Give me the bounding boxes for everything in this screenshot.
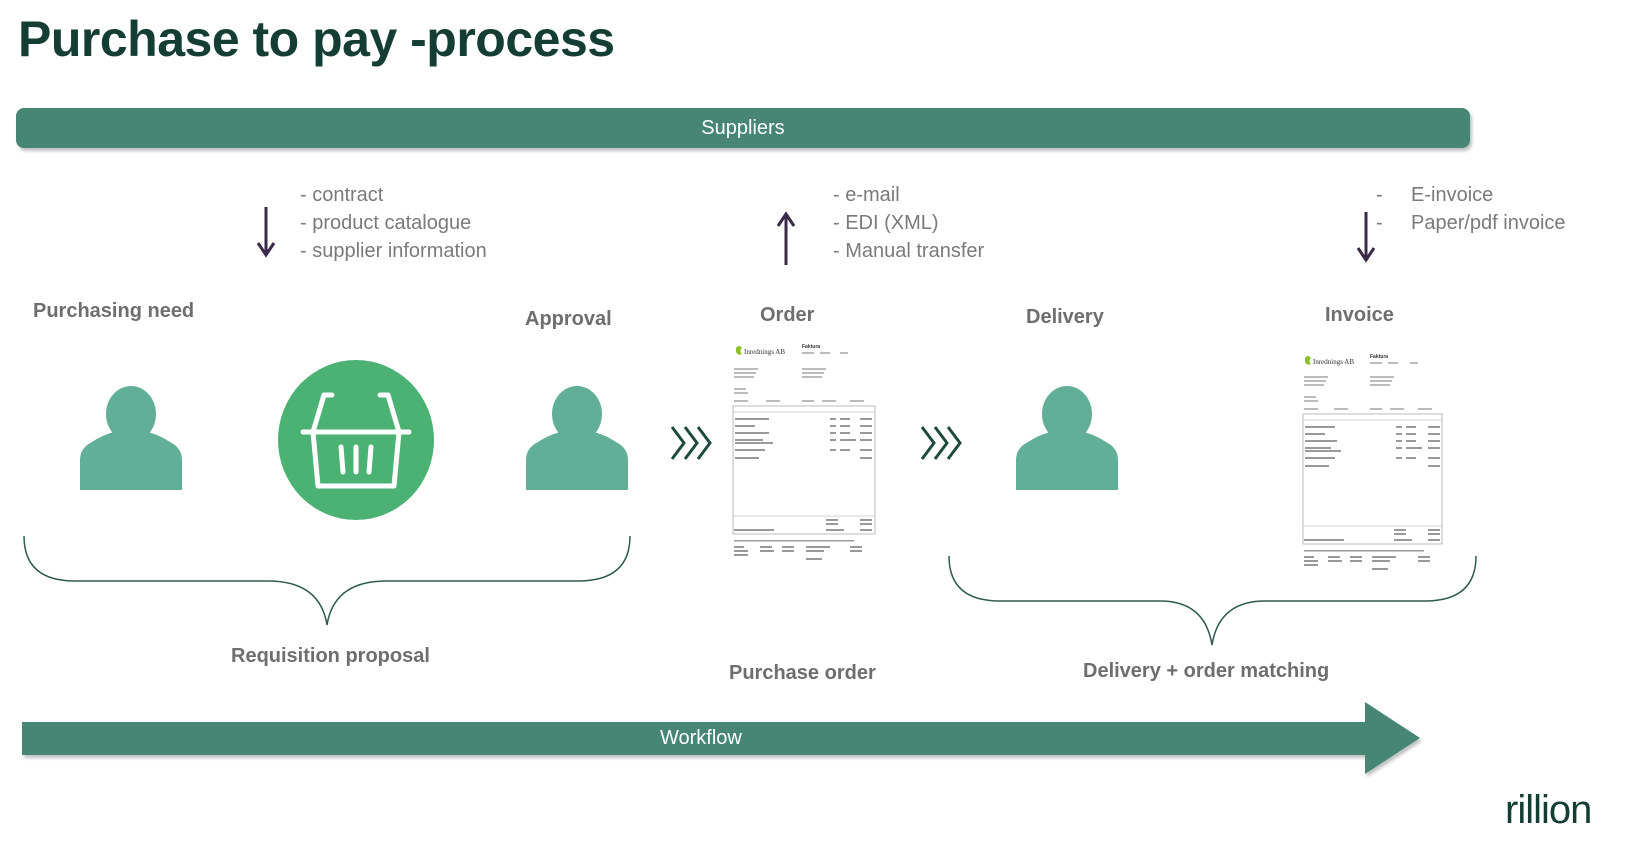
page-title: Purchase to pay -process xyxy=(18,11,615,67)
step-label-purchasing-need: Purchasing need xyxy=(33,300,195,322)
step-label-order: Order xyxy=(760,304,815,326)
shopping-basket-icon xyxy=(278,360,434,520)
suppliers-label: Suppliers xyxy=(701,116,785,139)
brace-requisition xyxy=(23,535,631,626)
arrow-down-icon xyxy=(1356,212,1376,263)
list-item: - e-mail xyxy=(833,184,900,206)
list-item: - EDI (XML) xyxy=(833,212,939,234)
list-item: -Paper/pdf invoice xyxy=(1376,212,1566,234)
rillion-logo: rillion xyxy=(1505,788,1592,832)
suppliers-bar: Suppliers xyxy=(16,108,1470,148)
arrow-down-icon xyxy=(256,207,276,258)
order-channels-list: - e-mail - EDI (XML) - Manual transfer xyxy=(833,181,984,265)
invoice-document-icon: Inrednings AB Faktura xyxy=(1300,350,1445,595)
doc-type: Faktura xyxy=(802,344,820,350)
step-label-delivery: Delivery xyxy=(1026,306,1104,328)
invoice-channels-list: -E-invoice -Paper/pdf invoice xyxy=(1376,181,1566,237)
brace-delivery-matching xyxy=(948,555,1477,646)
group-label-purchase-order: Purchase order xyxy=(729,662,876,684)
list-item: - contract xyxy=(300,184,384,206)
chevron-right-icon xyxy=(920,426,962,460)
person-icon xyxy=(526,386,628,490)
list-item: - Manual transfer xyxy=(833,240,985,262)
chevron-right-icon xyxy=(670,426,712,460)
doc-company: Inrednings AB xyxy=(744,348,785,356)
doc-company: Inrednings AB xyxy=(1313,358,1354,366)
workflow-arrow xyxy=(22,702,1420,774)
list-item: - supplier information xyxy=(300,240,487,262)
person-icon xyxy=(80,386,182,490)
doc-type: Faktura xyxy=(1370,354,1388,360)
order-document-icon: Inrednings AB Faktura xyxy=(730,340,878,580)
step-label-approval: Approval xyxy=(525,308,612,330)
group-label-requisition-proposal: Requisition proposal xyxy=(231,645,430,667)
person-icon xyxy=(1016,386,1118,490)
list-item: - product catalogue xyxy=(300,212,472,234)
supplier-inputs-list: - contract - product catalogue - supplie… xyxy=(300,181,487,265)
workflow-label: Workflow xyxy=(660,727,742,749)
step-label-invoice: Invoice xyxy=(1325,304,1394,326)
list-item: -E-invoice xyxy=(1376,184,1494,206)
arrow-up-icon xyxy=(776,211,796,265)
group-label-delivery-matching: Delivery + order matching xyxy=(1083,660,1330,682)
